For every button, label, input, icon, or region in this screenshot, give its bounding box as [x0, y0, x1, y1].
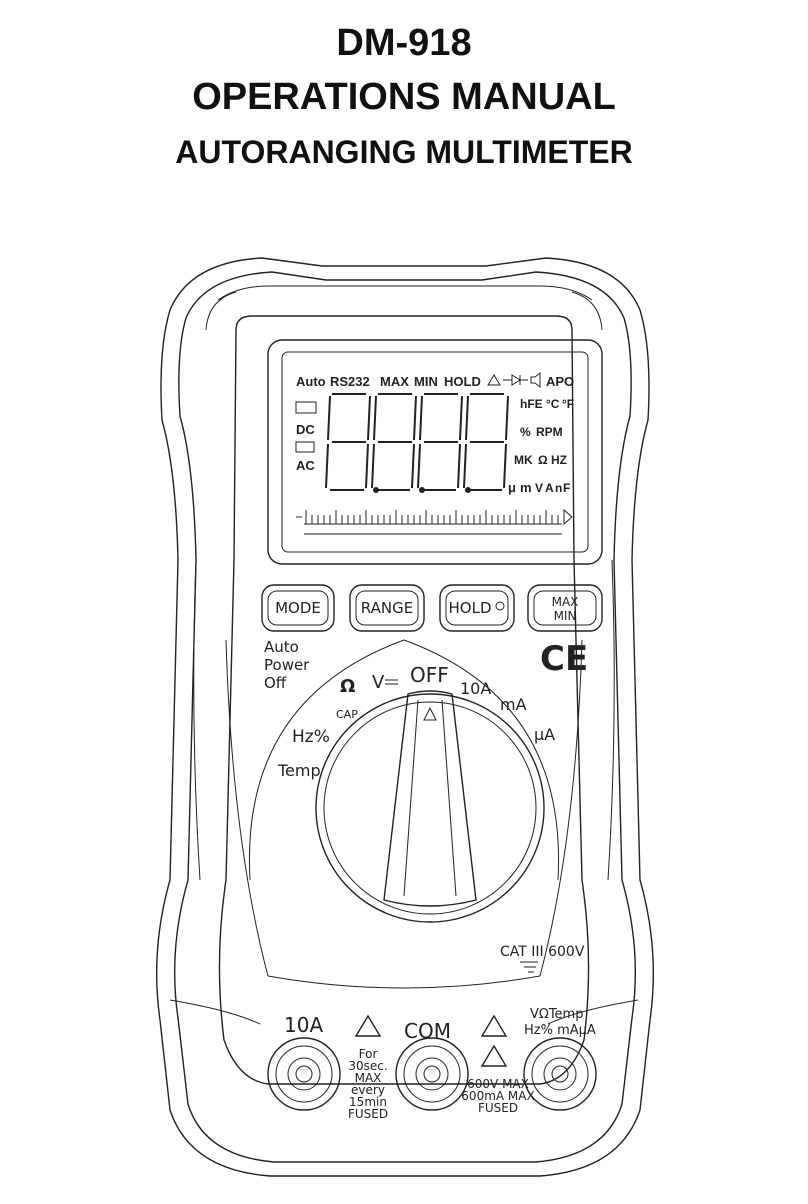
min-label: MIN	[554, 609, 577, 623]
dial-ua: μA	[534, 725, 555, 744]
lcd-max: MAX	[380, 374, 409, 389]
dial-hz: Hz%	[292, 727, 330, 747]
lcd-min: MIN	[414, 374, 438, 389]
jack-10a-label: 10A	[284, 1013, 323, 1037]
knob-pointer	[383, 690, 477, 907]
range-button-label: RANGE	[361, 599, 413, 617]
lcd-digits	[325, 393, 509, 493]
model-title: DM-918	[336, 22, 472, 64]
dial-10a: 10A	[460, 679, 491, 698]
warn-v-line1: 600V MAX	[467, 1077, 529, 1091]
warn-v-line2: 600mA MAX	[461, 1089, 534, 1103]
warning-icon	[354, 1014, 382, 1037]
jack-vohm-label: VΩTemp	[530, 1007, 583, 1022]
lcd-ac: AC	[296, 458, 315, 473]
mode-button[interactable]: MODE	[261, 584, 335, 632]
meter-body	[155, 257, 655, 1177]
max-min-button[interactable]: MAX MIN	[527, 584, 603, 632]
dial-temp: Temp	[277, 761, 321, 780]
hold-button[interactable]: HOLD	[439, 584, 515, 632]
backlight-icon	[495, 601, 505, 611]
lcd-hfe: hFE	[520, 397, 543, 411]
jack-10a[interactable]	[267, 1037, 341, 1111]
lcd-apo: APO	[546, 374, 574, 389]
max-label: MAX	[552, 595, 579, 609]
lcd-ohm: Ω	[538, 453, 548, 467]
lcd-micro: μ	[508, 480, 516, 495]
lcd-nano: n	[555, 481, 562, 495]
lcd-mk: MK	[514, 453, 533, 467]
lcd-degc: °C	[546, 397, 560, 411]
lcd-farad: F	[563, 481, 570, 495]
lcd-dc: DC	[296, 422, 315, 437]
warning-icon	[480, 1044, 508, 1067]
lcd-degf: °F	[562, 397, 574, 411]
warning-icon	[480, 1014, 508, 1037]
ground-icon	[520, 961, 538, 973]
lcd-percent: %	[520, 425, 531, 439]
rotary-knob[interactable]	[315, 690, 545, 923]
auto-power-off-2: Power	[264, 656, 310, 674]
manual-title: OPERATIONS MANUAL	[192, 76, 616, 118]
lcd-milli: m	[520, 480, 532, 495]
warn-10a-line4: every	[351, 1083, 385, 1097]
lcd-auto: Auto	[296, 374, 326, 389]
dial-cap: CAP	[336, 708, 358, 721]
warn-10a-line2: 30sec.	[348, 1059, 387, 1073]
bar-graph	[296, 508, 573, 535]
lcd-bar-icon	[295, 441, 315, 453]
lcd-display: Auto RS232 MAX MIN HOLD APO DC AC	[267, 339, 603, 565]
cat-rating: CAT III 600V	[500, 944, 585, 960]
warn-10a-line1: For	[359, 1047, 378, 1061]
input-jacks: 10A COM VΩTemp Hz% mAμA For 30sec.	[267, 1007, 597, 1121]
button-row: MODE RANGE HOLD MAX MIN	[261, 584, 603, 632]
digit-1	[325, 393, 379, 493]
pointer-arrow-icon	[423, 706, 437, 721]
jack-hzma-label: Hz% mAμA	[524, 1023, 596, 1038]
dial-v: V	[372, 672, 385, 693]
jack-com-label: COM	[404, 1019, 451, 1043]
lcd-hz: HZ	[551, 453, 567, 467]
dial-ma: mA	[500, 695, 527, 714]
diode-icon	[503, 374, 528, 386]
mode-button-label: MODE	[275, 599, 321, 617]
delta-icon	[487, 374, 501, 386]
rotary-dial-area: Auto Power Off CE V OFF 10A mA μA Ω CAP …	[248, 638, 588, 973]
warn-v-line3: FUSED	[478, 1101, 518, 1115]
warn-10a-line6: FUSED	[348, 1107, 388, 1121]
lcd-volt: V	[535, 481, 543, 495]
lcd-hold: HOLD	[444, 374, 481, 389]
jack-com[interactable]	[395, 1037, 469, 1111]
auto-power-off-1: Auto	[264, 638, 299, 656]
range-button[interactable]: RANGE	[349, 584, 425, 632]
dial-ohm: Ω	[340, 676, 355, 697]
lcd-rpm: RPM	[536, 425, 563, 439]
auto-power-off-3: Off	[264, 674, 287, 692]
digit-3	[417, 393, 471, 493]
digit-2	[371, 393, 425, 493]
dial-off: OFF	[410, 663, 449, 687]
product-subtitle: AUTORANGING MULTIMETER	[175, 134, 633, 170]
battery-icon	[295, 401, 317, 414]
lcd-amp: A	[545, 481, 554, 495]
buzzer-icon	[530, 371, 541, 389]
lcd-rs232: RS232	[330, 374, 370, 389]
ce-mark: CE	[540, 639, 588, 679]
digit-4	[463, 393, 509, 491]
jack-v-ohm[interactable]	[523, 1037, 597, 1111]
warn-10a-line5: 15min	[349, 1095, 387, 1109]
warn-10a-line3: MAX	[355, 1071, 382, 1085]
hold-button-label: HOLD	[449, 599, 492, 617]
ac-dc-icon	[385, 679, 398, 685]
